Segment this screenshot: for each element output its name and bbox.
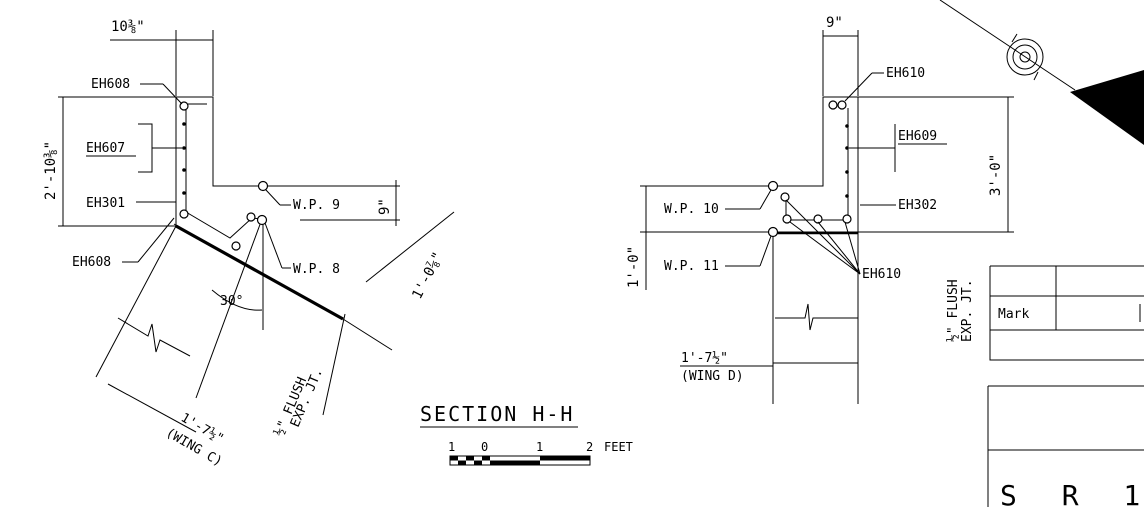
scale-bar: [449, 455, 591, 466]
left-dim-line: [107, 383, 197, 433]
wp10-point: [767, 180, 779, 192]
north-arrow: [939, 0, 1144, 145]
left-dim-107: 1'-0⅞": [409, 249, 446, 301]
right-dim-width: 9": [826, 15, 843, 31]
left-bar-dot: [182, 146, 186, 150]
label-wp10: W.P. 10: [664, 202, 719, 217]
wp9-point: [257, 180, 269, 192]
right-bar-ring: [782, 214, 792, 224]
left-bar-dot: [182, 191, 186, 195]
right-bar-dot: [845, 194, 849, 198]
scale-tick-0: 0: [481, 440, 488, 454]
leader: [817, 221, 861, 275]
left-dim-9: 9": [377, 198, 393, 215]
left-bar-ring: [179, 209, 189, 219]
left-dim-width: 10⅜": [111, 19, 145, 35]
right-bar-ring: [828, 100, 838, 110]
label-eh607: EH607: [86, 141, 125, 156]
eh607-bracket: [138, 123, 182, 173]
label-eh301: EH301: [86, 196, 125, 211]
leader: [162, 83, 183, 105]
right-bar-dot: [845, 124, 849, 128]
left-section: 10⅜" 2'-10⅜" 9" 1'-0⅞" ½" FLUSH EXP. JT.…: [43, 19, 455, 470]
north-arrow-shaft: [939, 0, 1076, 91]
leader: [265, 189, 281, 206]
leader: [844, 72, 873, 102]
label-eh609: EH609: [898, 129, 937, 144]
title-route: S R 1(: [1000, 479, 1144, 507]
label-eh610-bottom: EH610: [862, 267, 901, 282]
label-eh608-bottom: EH608: [72, 255, 111, 270]
leader: [759, 189, 772, 210]
north-arrow-center: [1019, 51, 1031, 63]
right-exp-jt: EXP. JT.: [960, 279, 975, 342]
right-section: 9" 3'-0" 1'-0" 1'-7½" (WING D) ½" FLUSH …: [626, 15, 1014, 404]
wp8-point: [256, 214, 268, 226]
section-title-block: SECTION H-H 1 0 1 2 FEET: [420, 402, 633, 466]
left-bar-ring: [246, 212, 256, 222]
left-bar-ring: [231, 241, 241, 251]
right-dim-wing-d: 1'-7½": [681, 351, 728, 366]
label-eh610-top: EH610: [886, 66, 925, 81]
left-section-outline: [173, 96, 398, 264]
title-block: S R 1(: [987, 385, 1144, 507]
label-wp8: W.P. 8: [293, 262, 340, 277]
right-bar-dot: [845, 170, 849, 174]
right-bar-ring: [842, 214, 852, 224]
revision-mark-header: Mark: [998, 307, 1029, 322]
left-bar-dot: [182, 168, 186, 172]
label-wp9: W.P. 9: [293, 198, 340, 213]
right-flush: ½" FLUSH: [946, 279, 961, 342]
leader: [789, 221, 861, 275]
angle-label: 30°: [220, 294, 243, 309]
left-flush-leader: [322, 313, 346, 416]
scale-tick-1b: 1: [536, 440, 543, 454]
left-dim-ext: [342, 318, 393, 351]
north-arrow-head: [1070, 70, 1144, 145]
scale-tick-1a: 1: [448, 440, 455, 454]
wp11-point: [767, 226, 779, 238]
north-arrow-ring-inner: [1012, 44, 1038, 70]
leader: [759, 235, 772, 267]
label-eh302: EH302: [898, 198, 937, 213]
label-eh608-top: EH608: [91, 77, 130, 92]
left-joint-line: [175, 224, 344, 321]
eh609-bracket: [849, 124, 896, 172]
scale-unit: FEET: [604, 440, 633, 454]
title-block-frame: [987, 385, 1144, 507]
right-wall-inner: [785, 108, 849, 221]
left-dim-height: 2'-10⅜": [43, 141, 59, 200]
leader: [844, 221, 861, 275]
north-arrow-ring-outer: [1006, 38, 1044, 76]
leader: [785, 199, 861, 275]
leader: [264, 222, 283, 269]
angle-arc: [211, 289, 263, 311]
right-dim-1-0: 1'-0": [626, 246, 642, 288]
right-bar-dot: [845, 146, 849, 150]
left-bar-dot: [182, 122, 186, 126]
revision-table-grid: [989, 265, 1144, 361]
left-wingwall-face: [195, 218, 263, 399]
left-dim-line: [365, 211, 455, 283]
north-arrow-tick: [1033, 71, 1039, 81]
left-break-line: [117, 317, 191, 357]
north-arrow-tick: [1011, 33, 1018, 43]
section-title: SECTION H-H: [420, 402, 574, 426]
label-wp11: W.P. 11: [664, 259, 719, 274]
right-dim-height: 3'-0": [988, 154, 1004, 196]
revision-table: Mark: [989, 265, 1144, 361]
right-wing-d: (WING D): [681, 369, 744, 384]
right-bar-ring: [780, 192, 790, 202]
right-bar-ring: [837, 100, 847, 110]
left-wingwall-edge: [95, 225, 177, 378]
right-bar-ring: [813, 214, 823, 224]
right-break-line: [775, 303, 858, 331]
scale-tick-2: 2: [586, 440, 593, 454]
leader: [137, 217, 175, 263]
